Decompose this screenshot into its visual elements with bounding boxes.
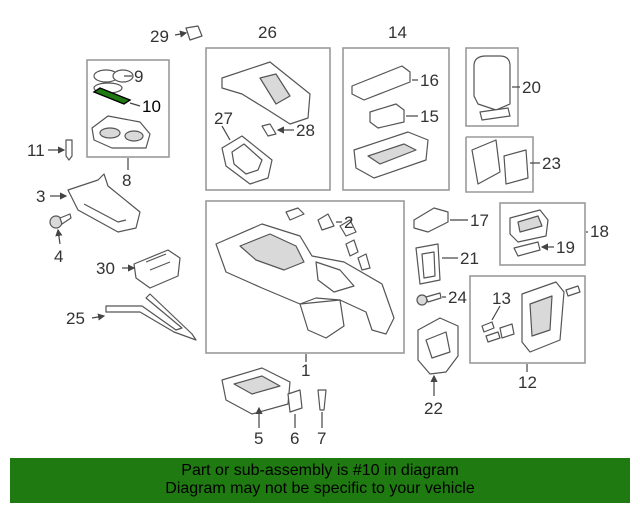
callout-8: 8 xyxy=(122,171,131,190)
part-30-panel xyxy=(122,249,181,289)
part-7-pin xyxy=(317,389,327,428)
callout-30: 30 xyxy=(96,259,115,278)
part-22-bracket xyxy=(417,317,459,396)
part-13-buttons xyxy=(481,305,515,343)
callout-28: 28 xyxy=(296,121,315,140)
part-10-strip xyxy=(92,87,132,105)
callout-24: 24 xyxy=(448,288,467,307)
part-16-lid xyxy=(351,65,418,101)
callout-20: 20 xyxy=(522,78,541,97)
callout-17: 17 xyxy=(470,211,489,230)
part-6-pad xyxy=(287,389,303,428)
callout-21: 21 xyxy=(460,249,479,268)
group-box-18 xyxy=(499,202,586,266)
group-box-14 xyxy=(342,47,450,191)
callout-22: 22 xyxy=(424,399,443,418)
banner-line-2: Diagram may not be specific to your vehi… xyxy=(165,480,475,497)
banner-line-1: Part or sub-assembly is #10 in diagram xyxy=(181,462,459,479)
part-8-cupholder xyxy=(91,115,151,149)
callout-11: 11 xyxy=(27,141,45,160)
part-20-armrest xyxy=(473,55,520,121)
callout-18: 18 xyxy=(590,222,609,241)
callout-26: 26 xyxy=(258,23,277,42)
callout-19: 19 xyxy=(556,238,575,257)
group-box-26 xyxy=(205,47,331,191)
callout-6: 6 xyxy=(290,429,299,448)
callout-12: 12 xyxy=(518,373,537,392)
part-21-frame xyxy=(415,243,458,285)
part-26-bezel xyxy=(221,61,311,125)
callout-9: 9 xyxy=(134,67,143,86)
callout-29: 29 xyxy=(150,27,169,46)
callout-3: 3 xyxy=(36,187,45,206)
info-banner: Part or sub-assembly is #10 in diagram D… xyxy=(10,458,630,503)
part-29-clip xyxy=(174,25,203,41)
callout-4: 4 xyxy=(54,247,63,266)
parts-diagram: 29 26 14 9 10 11 8 3 4 30 25 27 28 16 15… xyxy=(27,23,609,448)
part-5-bin xyxy=(221,367,291,428)
part-28-clip xyxy=(261,123,294,137)
part-12-panel xyxy=(521,281,581,353)
callout-23: 23 xyxy=(542,154,561,173)
callout-1: 1 xyxy=(301,361,310,380)
part-25-trim xyxy=(91,293,197,341)
callout-16: 16 xyxy=(420,71,439,90)
part-14-tray xyxy=(353,131,429,179)
callout-14: 14 xyxy=(388,23,407,42)
part-24-bolt xyxy=(416,292,446,306)
callout-15: 15 xyxy=(420,107,439,126)
part-18-tray xyxy=(509,209,549,243)
part-15-latch xyxy=(369,103,418,129)
part-11-pin xyxy=(48,139,73,161)
group-box-23 xyxy=(465,136,534,193)
part-17-cover xyxy=(413,207,468,233)
group-box-12 xyxy=(469,275,586,364)
callout-7: 7 xyxy=(317,429,326,448)
callout-2: 2 xyxy=(344,213,353,232)
group-box-1 xyxy=(205,200,405,354)
callout-25: 25 xyxy=(66,309,85,328)
callout-27: 27 xyxy=(214,109,233,128)
part-27-boot xyxy=(221,125,273,185)
callout-5: 5 xyxy=(254,429,263,448)
part-19-clip xyxy=(513,241,554,257)
part-2-clips xyxy=(285,207,371,271)
part-3-bracket xyxy=(50,173,141,233)
callout-13: 13 xyxy=(492,289,511,308)
part-23-trim xyxy=(471,139,540,185)
part-1-console xyxy=(215,223,395,339)
part-4-bolt xyxy=(49,213,72,245)
callout-10: 10 xyxy=(142,97,161,116)
group-box-8 xyxy=(86,59,170,158)
